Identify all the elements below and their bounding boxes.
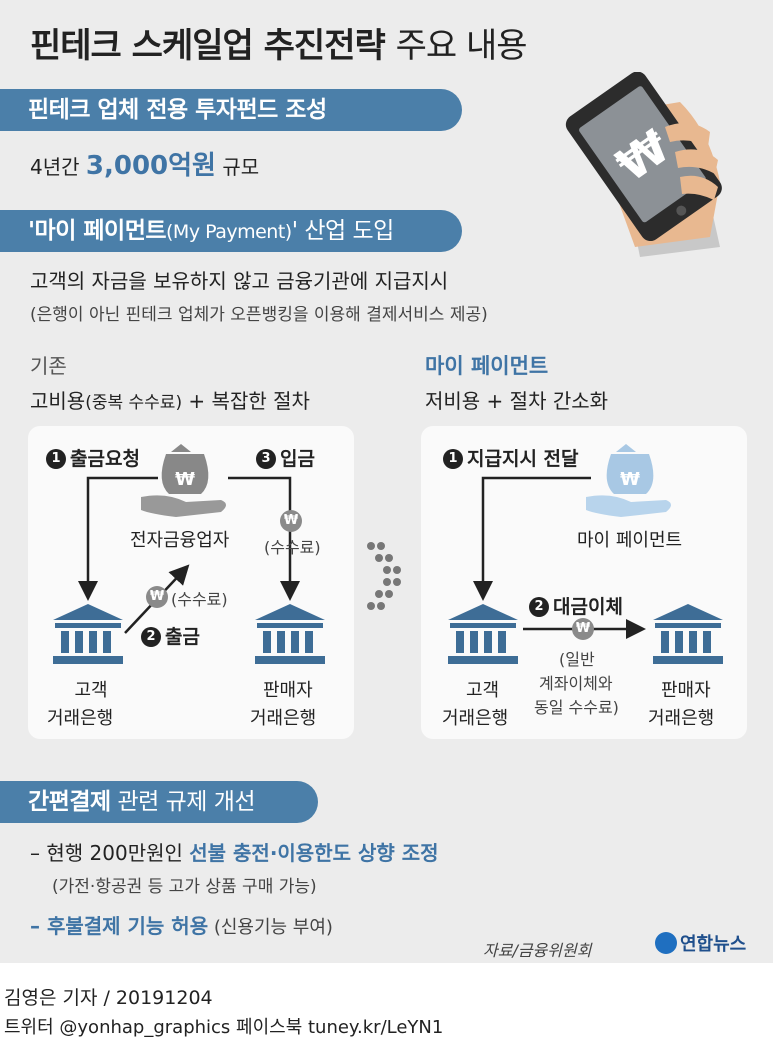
banner-simple-payment: 간편결제 관련 규제 개선: [0, 781, 318, 823]
title-light: 주요 내용: [395, 26, 528, 66]
logo-icon: [655, 932, 677, 954]
fee-won-icon: ₩: [146, 586, 168, 608]
fee-won-icon: ₩: [572, 618, 594, 640]
regulation-item-1-note: (가전·항공권 등 고가 상품 구매 가능): [52, 877, 317, 897]
banner-investment-fund: 핀테크 업체 전용 투자펀드 조성: [0, 89, 462, 131]
fee-note-line2: 계좌이체와: [539, 674, 613, 693]
bank-icon: [53, 604, 123, 664]
bank-icon: [448, 604, 518, 664]
bank-icon: [255, 604, 325, 664]
page-title: 핀테크 스케일업 추진전략 주요 내용: [30, 18, 528, 67]
my-payment-desc: 고객의 자금을 보유하지 않고 금융기관에 지급지시: [30, 269, 449, 293]
fund-detail: 4년간 3,000억원 규모: [30, 151, 260, 181]
money-bag-hand-icon: ₩: [141, 444, 226, 517]
infographic-body: 핀테크 스케일업 추진전략 주요 내용 ₩ 핀테크 업체 전용 투자펀드 조성 …: [0, 0, 773, 963]
existing-heading: 기존: [30, 354, 67, 378]
customer-bank-line2: 거래은행: [47, 708, 114, 729]
fee-label-withdraw: (수수료): [171, 590, 228, 609]
customer-bank-line1: 고객: [466, 680, 500, 701]
my-payment-note: (은행이 아닌 핀테크 업체가 오픈뱅킹을 이용해 결제서비스 제공): [30, 305, 488, 325]
yonhap-logo: 연합뉴스: [655, 930, 746, 956]
source-label: 자료/금융위원회: [483, 941, 592, 960]
customer-bank-line1: 고객: [74, 680, 108, 701]
seller-bank-line2: 거래은행: [648, 708, 715, 729]
existing-subheading: 고비용(중복 수수료) + 복잡한 절차: [30, 389, 310, 413]
regulation-item-1: – 현행 200만원인 선불 충전·이용한도 상향 조정: [30, 841, 439, 865]
mypayment-heading: 마이 페이먼트: [425, 354, 549, 378]
seller-bank-line1: 판매자: [661, 680, 711, 701]
provider-label: 마이 페이먼트: [577, 530, 683, 551]
svg-text:₩: ₩: [620, 469, 640, 490]
chevron-right-icon: [367, 542, 401, 610]
fund-amount: 3,000억원: [85, 151, 216, 181]
regulation-item-2: – 후불결제 기능 허용 (신용기능 부여): [30, 914, 333, 938]
footer: 김영은 기자 / 20191204 트위터 @yonhap_graphics 페…: [0, 963, 773, 1039]
credit-line: 김영은 기자 / 20191204: [4, 987, 213, 1009]
seller-bank-line2: 거래은행: [250, 708, 317, 729]
svg-text:₩: ₩: [175, 469, 195, 490]
intermediary-label: 전자금융업자: [130, 530, 230, 551]
seller-bank-line1: 판매자: [263, 680, 313, 701]
fee-note-line3: 동일 수수료): [534, 698, 619, 717]
mypayment-subheading: 저비용 + 절차 간소화: [425, 389, 609, 413]
banner-my-payment: '마이 페이먼트(My Payment)' 산업 도입: [0, 210, 462, 252]
fee-label-deposit: (수수료): [264, 538, 321, 557]
bank-icon: [653, 604, 723, 664]
money-bag-hand-icon: ₩: [586, 444, 671, 517]
customer-bank-line2: 거래은행: [442, 708, 509, 729]
title-bold: 핀테크 스케일업 추진전략: [30, 26, 386, 66]
social-line: 트위터 @yonhap_graphics 페이스북 tuney.kr/LeYN1: [4, 1017, 444, 1038]
fee-won-icon: ₩: [280, 510, 302, 532]
fee-note-line1: (일반: [559, 650, 595, 669]
smartphone-hand-icon: ₩: [565, 72, 722, 257]
